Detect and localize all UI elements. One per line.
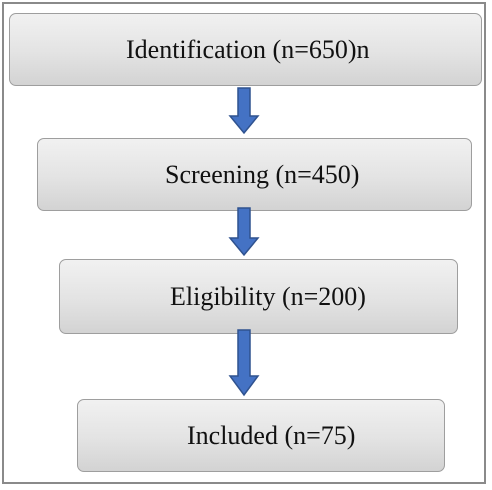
- down-arrow-icon: [228, 87, 260, 135]
- stage-included-label: Included (n=75): [187, 420, 356, 450]
- stage-screening-box: Screening (n=450): [37, 138, 472, 211]
- down-arrow-icon: [228, 207, 260, 257]
- stage-eligibility-box: Eligibility (n=200): [59, 259, 458, 334]
- stage-included-box: Included (n=75): [77, 399, 445, 472]
- stage-eligibility-label: Eligibility (n=200): [170, 281, 366, 311]
- stage-identification-label: Identification (n=650)n: [126, 34, 370, 64]
- stage-screening-label: Screening (n=450): [165, 159, 360, 189]
- stage-identification-box: Identification (n=650)n: [9, 13, 482, 86]
- down-arrow-icon: [228, 329, 260, 397]
